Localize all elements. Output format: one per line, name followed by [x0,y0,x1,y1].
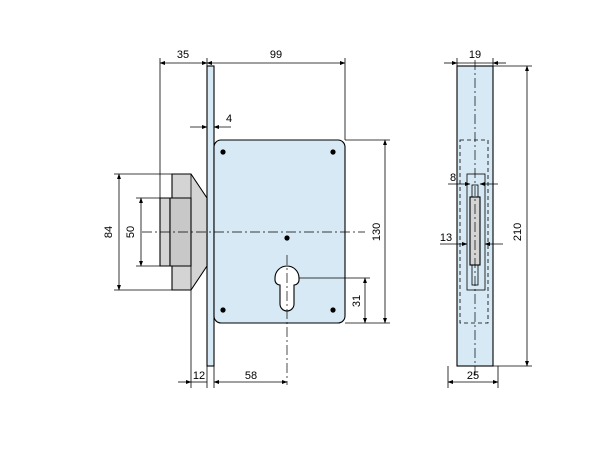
screw-hole-top-left [220,149,226,155]
spindle-point [284,235,290,241]
dim-bolt-height: 50 [125,226,137,238]
dim-end-case-depth: 25 [467,370,479,382]
front-view-dimensions: 35 99 4 84 50 130 31 12 [103,49,390,388]
dim-end-faceplate-width: 19 [469,49,481,61]
dim-faceplate-thickness: 4 [226,113,232,125]
screw-hole-bottom-left [220,307,226,313]
dim-case-width: 99 [270,49,282,61]
dim-cylinder-center-height: 31 [351,295,363,307]
screw-hole-bottom-right [330,307,336,313]
end-view-dimensions: 19 8 13 210 25 [440,49,532,388]
end-view [456,60,494,378]
dim-end-faceplate-height: 210 [512,223,524,241]
lock-case [213,139,346,324]
dim-faceplate-offset: 12 [193,370,205,382]
dim-end-bolt-width: 8 [450,172,456,184]
front-view [142,65,365,385]
screw-hole-top-right [330,149,336,155]
dim-case-height: 130 [371,223,383,241]
dim-end-bolt-slot: 13 [440,232,452,244]
dim-bolt-projection: 35 [177,49,189,61]
dim-backset: 58 [245,370,257,382]
faceplate [206,65,215,367]
dim-bolt-base-height: 84 [103,226,115,238]
end-bolt-slot [466,173,486,291]
